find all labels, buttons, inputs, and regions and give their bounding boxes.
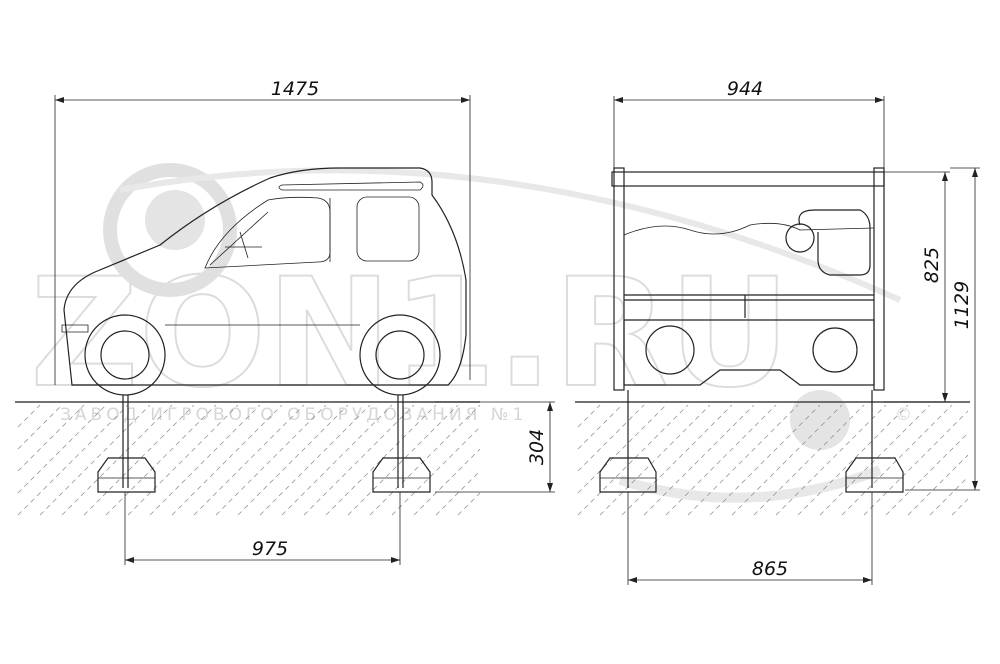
car-roof-rail xyxy=(278,181,424,191)
hatch-line xyxy=(325,404,437,516)
hatch-line xyxy=(17,404,107,494)
hatch-line xyxy=(83,404,195,516)
hatch-line xyxy=(127,404,239,516)
hatch-line xyxy=(17,404,85,472)
hatch-line xyxy=(929,476,969,516)
front-view xyxy=(599,167,904,493)
hatch-line xyxy=(841,404,953,516)
watermark-copyright: © xyxy=(895,405,916,425)
car-body-outline xyxy=(63,167,467,386)
car-rear-wheel-inner xyxy=(375,330,425,380)
ground-hatching-left xyxy=(17,404,481,516)
hatch-line xyxy=(61,404,173,516)
hatch-line xyxy=(149,404,261,516)
dim-front-post-spacing-label: 865 xyxy=(752,558,788,580)
front-left-post xyxy=(613,167,625,391)
watermark-brand: ZON1.RU xyxy=(30,247,790,421)
hatch-line xyxy=(951,498,969,516)
hatch-line xyxy=(687,404,799,516)
front-left-wheel xyxy=(645,325,695,375)
hatch-line xyxy=(731,404,843,516)
hatch-line xyxy=(577,404,689,516)
hatch-line xyxy=(347,404,459,516)
dim-front-width-label: 944 xyxy=(727,78,763,100)
car-steering-wheel xyxy=(209,211,269,266)
front-right-wheel xyxy=(812,327,858,373)
hatch-line xyxy=(39,404,151,516)
hatch-line xyxy=(281,404,393,516)
dimension-side-post-spacing: 975 xyxy=(124,492,401,565)
hatch-line xyxy=(775,404,887,516)
hatch-line xyxy=(105,404,217,516)
hatch-line xyxy=(303,404,415,516)
car-front-wheel-inner xyxy=(100,330,150,380)
hatch-line xyxy=(577,404,645,472)
hatch-line xyxy=(863,410,969,516)
car-front-wheel-outer xyxy=(84,314,166,396)
front-steering-assembly xyxy=(798,209,871,276)
watermark-logo-dot xyxy=(145,190,205,250)
hatch-line xyxy=(369,404,481,516)
hatch-line xyxy=(215,404,327,516)
car-rear-wheel-outer xyxy=(359,314,441,396)
hatch-line xyxy=(753,404,865,516)
dimension-front-height-panel: 825 xyxy=(884,171,950,403)
dimension-side-length: 1475 xyxy=(54,78,471,385)
hatch-line xyxy=(665,404,777,516)
ground-hatching-right xyxy=(577,404,969,516)
hatch-line xyxy=(17,404,129,516)
hatch-line xyxy=(259,404,371,516)
front-right-post xyxy=(873,167,885,391)
car-rear-window xyxy=(356,196,420,262)
car-headlight xyxy=(61,324,89,333)
front-steering-knob xyxy=(785,223,815,253)
car-rear-footing xyxy=(372,457,431,493)
hatch-line xyxy=(907,454,969,516)
car-front-window xyxy=(204,196,331,269)
dimension-front-height-total: 1129 xyxy=(905,167,980,491)
hatch-line xyxy=(171,404,283,516)
hatch-line xyxy=(599,404,711,516)
front-right-footing xyxy=(845,457,904,493)
dim-side-depth-label: 304 xyxy=(526,429,548,465)
front-top-bar xyxy=(611,171,885,187)
car-front-footing xyxy=(97,457,156,493)
hatch-line xyxy=(237,404,349,516)
dim-front-height-panel-label: 825 xyxy=(921,247,943,283)
hatch-line xyxy=(577,404,623,450)
dimension-front-width: 944 xyxy=(613,78,885,168)
hatch-line xyxy=(885,432,969,516)
hatch-line xyxy=(457,492,481,516)
watermark-tagline: ЗАВОД ИГРОВОГО ОБОРУДОВАНИЯ №1 xyxy=(60,405,527,425)
hatch-line xyxy=(435,470,481,516)
dimension-front-post-spacing: 865 xyxy=(627,492,873,585)
hatch-line xyxy=(413,448,481,516)
hatch-line xyxy=(621,404,733,516)
hatch-line xyxy=(17,404,63,450)
dim-side-length-label: 1475 xyxy=(271,78,319,100)
watermark-swoosh-2 xyxy=(618,465,882,503)
front-left-footing xyxy=(599,457,657,493)
hatch-line xyxy=(577,404,667,494)
dimension-side-depth: 304 xyxy=(435,401,555,493)
hatch-line xyxy=(709,404,821,516)
hatch-line xyxy=(797,404,909,516)
hatch-line xyxy=(819,404,931,516)
watermark-logo-dot-2 xyxy=(790,390,850,450)
dim-side-post-spacing-label: 975 xyxy=(252,538,288,560)
side-view-car xyxy=(61,167,467,493)
front-lower-body xyxy=(623,319,875,386)
hatch-line xyxy=(193,404,305,516)
watermark: ZON1.RU ЗАВОД ИГРОВОГО ОБОРУДОВАНИЯ №1 © xyxy=(29,163,916,503)
front-seat-contour xyxy=(623,222,875,236)
hatch-line xyxy=(391,426,481,516)
hatch-line xyxy=(643,404,755,516)
watermark-swoosh xyxy=(119,167,902,303)
dim-front-height-total-label: 1129 xyxy=(951,281,973,329)
